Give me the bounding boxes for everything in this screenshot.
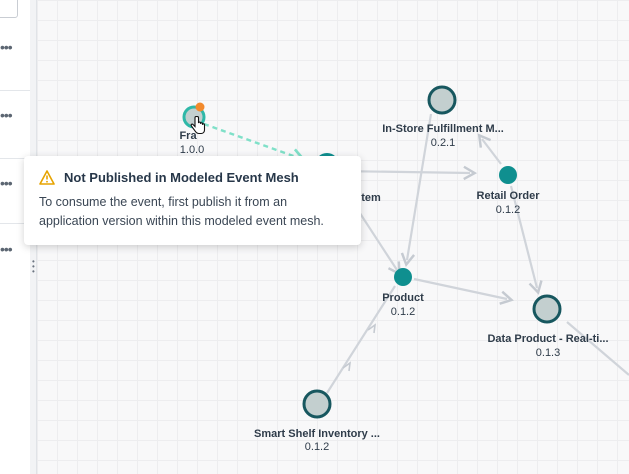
node-label-smart-shelf: Smart Shelf Inventory ... <box>254 428 380 440</box>
node-retail-order[interactable] <box>499 166 517 184</box>
node-label-instore: In-Store Fulfillment M... <box>382 123 504 135</box>
node-label-fraud: Fra <box>179 130 197 142</box>
not-published-tooltip: Not Published in Modeled Event Mesh To c… <box>24 156 361 245</box>
collapse-button[interactable] <box>0 0 18 18</box>
node-version-smart-shelf: 0.1.2 <box>304 441 330 453</box>
node-version-fraud: 1.0.0 <box>179 144 205 156</box>
more-horizontal-icon[interactable]: ••• <box>0 107 13 123</box>
edge-fraud-pending[interactable] <box>203 122 307 164</box>
edge-dataproduct-out[interactable] <box>566 321 629 376</box>
drag-handle-icon[interactable]: ••• <box>32 257 35 276</box>
row-divider <box>0 158 30 159</box>
more-horizontal-icon[interactable]: ••• <box>0 175 13 191</box>
node-version-data-product: 0.1.3 <box>535 347 561 359</box>
edge-product-dataproduct[interactable] <box>413 277 514 305</box>
warning-triangle-icon <box>39 170 55 185</box>
node-version-instore: 0.2.1 <box>430 137 456 149</box>
row-divider <box>0 223 30 224</box>
node-label-hidden-app: tem <box>361 192 381 204</box>
edge-instore-product[interactable] <box>400 113 433 268</box>
node-label-data-product: Data Product - Real-ti... <box>487 333 609 345</box>
node-version-retail-order: 0.1.2 <box>495 204 521 216</box>
node-version-product: 0.1.2 <box>390 306 416 318</box>
more-horizontal-icon[interactable]: ••• <box>0 241 13 257</box>
node-label-retail-order: Retail Order <box>476 190 540 202</box>
edge-retail-dataproduct[interactable] <box>509 185 543 295</box>
node-smart-shelf[interactable] <box>302 389 332 419</box>
node-data-product[interactable] <box>532 294 562 324</box>
node-label-product: Product <box>382 292 424 304</box>
node-product[interactable] <box>394 268 412 286</box>
row-divider <box>0 90 30 91</box>
tooltip-body: To consume the event, first publish it f… <box>39 195 324 228</box>
hand-pointer-icon <box>190 116 206 135</box>
node-instore[interactable] <box>427 85 457 115</box>
edge-smartshelf-product[interactable] <box>326 285 396 394</box>
tooltip-title: Not Published in Modeled Event Mesh <box>64 170 299 185</box>
edge-retail-instore[interactable] <box>477 133 502 165</box>
more-horizontal-icon[interactable]: ••• <box>0 39 13 55</box>
